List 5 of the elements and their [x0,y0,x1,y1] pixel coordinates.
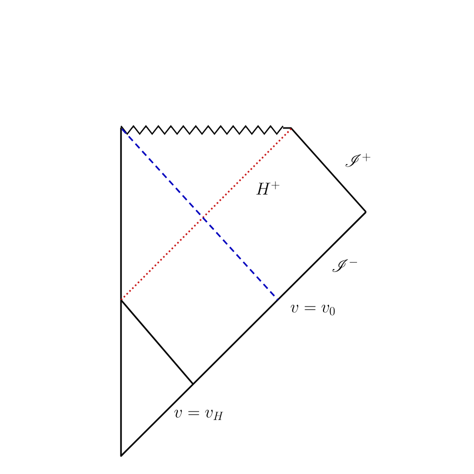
math-label: $\mathscr{I}^{-}$ [332,259,358,272]
math-label: $v = v_H$ [174,410,224,420]
math-label: $\mathscr{I}^{+}$ [346,153,370,167]
math-label: $H^{+}$ [256,181,280,195]
math-label: $v = v_0$ [290,304,335,316]
